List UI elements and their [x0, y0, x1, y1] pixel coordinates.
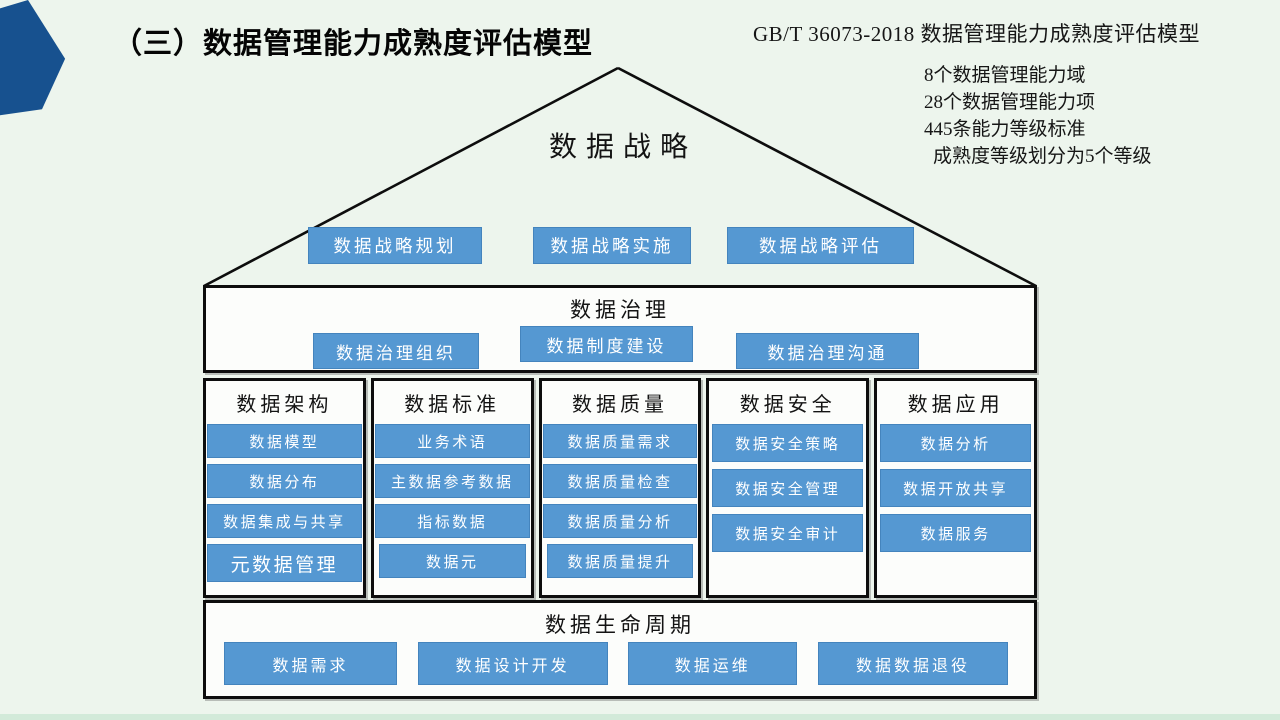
domain-item: 数据质量需求 [542, 424, 698, 458]
lifecycle-item-operations: 数据运维 [628, 642, 798, 685]
domain-title: 数据标准 [404, 394, 501, 416]
governance-item-organization: 数据治理组织 [313, 333, 479, 369]
corner-arrow-icon [0, 0, 66, 116]
domain-title: 数据质量 [571, 394, 668, 416]
domain-quality: 数据质量 数据质量需求 数据质量检查 数据质量分析 数据质量提升 [538, 378, 702, 598]
domain-item: 数据分布 [207, 464, 362, 498]
lifecycle-item-design-dev: 数据设计开发 [417, 642, 608, 685]
domain-item: 数据服务 [880, 514, 1031, 552]
domain-item: 数据安全策略 [712, 424, 864, 462]
fact-line: 成熟度等级划分为5个等级 [933, 146, 1152, 167]
page-title: （三）数据管理能力成熟度评估模型 [113, 28, 594, 60]
governance-item-policy: 数据制度建设 [520, 326, 693, 362]
domain-item: 数据元 [378, 544, 526, 578]
strategy-item-evaluation: 数据战略评估 [727, 227, 914, 264]
domain-item: 数据质量提升 [546, 544, 694, 578]
lifecycle-items: 数据需求 数据设计开发 数据运维 数据数据退役 [224, 642, 1008, 685]
strategy-item-planning: 数据战略规划 [308, 227, 482, 264]
bottom-edge-strip [0, 714, 1280, 720]
lifecycle-item-retirement: 数据数据退役 [817, 642, 1008, 685]
fact-line: 8个数据管理能力域 [924, 65, 1086, 86]
standard-reference: GB/T 36073-2018 数据管理能力成熟度评估模型 [753, 22, 1200, 46]
domain-title: 数据应用 [907, 394, 1004, 416]
domain-item: 数据安全管理 [712, 469, 864, 507]
governance-item-communication: 数据治理沟通 [736, 333, 919, 369]
facts-list: 8个数据管理能力域 28个数据管理能力项 445条能力等级标准 成熟度等级划分为… [924, 62, 1152, 170]
domain-security: 数据安全 数据安全策略 数据安全管理 数据安全审计 [706, 378, 870, 598]
domain-item: 数据开放共享 [880, 469, 1031, 507]
domain-item: 元数据管理 [207, 544, 362, 582]
fact-line: 28个数据管理能力项 [924, 92, 1096, 113]
domain-item: 数据模型 [207, 424, 362, 458]
domain-architecture: 数据架构 数据模型 数据分布 数据集成与共享 元数据管理 [203, 378, 366, 598]
strategy-item-implementation: 数据战略实施 [533, 227, 691, 264]
domain-item: 数据集成与共享 [207, 504, 362, 538]
governance-box: 数据治理 数据治理组织 数据制度建设 数据治理沟通 [203, 285, 1037, 373]
domain-item: 数据质量分析 [542, 504, 698, 538]
fact-line: 445条能力等级标准 [924, 119, 1086, 140]
domain-standards: 数据标准 业务术语 主数据参考数据 指标数据 数据元 [370, 378, 534, 598]
domain-item: 业务术语 [374, 424, 530, 458]
domain-application: 数据应用 数据分析 数据开放共享 数据服务 [874, 378, 1037, 598]
domain-columns: 数据架构 数据模型 数据分布 数据集成与共享 元数据管理 数据标准 业务术语 主… [203, 378, 1037, 598]
lifecycle-title: 数据生命周期 [545, 613, 695, 637]
domain-title: 数据安全 [739, 394, 836, 416]
domain-item: 主数据参考数据 [374, 464, 530, 498]
domain-item: 数据分析 [880, 424, 1031, 462]
domain-item: 数据质量检查 [542, 464, 698, 498]
lifecycle-box: 数据生命周期 数据需求 数据设计开发 数据运维 数据数据退役 [203, 600, 1037, 699]
governance-title: 数据治理 [570, 298, 670, 322]
domain-item: 指标数据 [374, 504, 530, 538]
domain-title: 数据架构 [236, 394, 333, 416]
strategy-title: 数据战略 [548, 132, 697, 163]
domain-item: 数据安全审计 [712, 514, 864, 552]
lifecycle-item-requirements: 数据需求 [224, 642, 397, 685]
